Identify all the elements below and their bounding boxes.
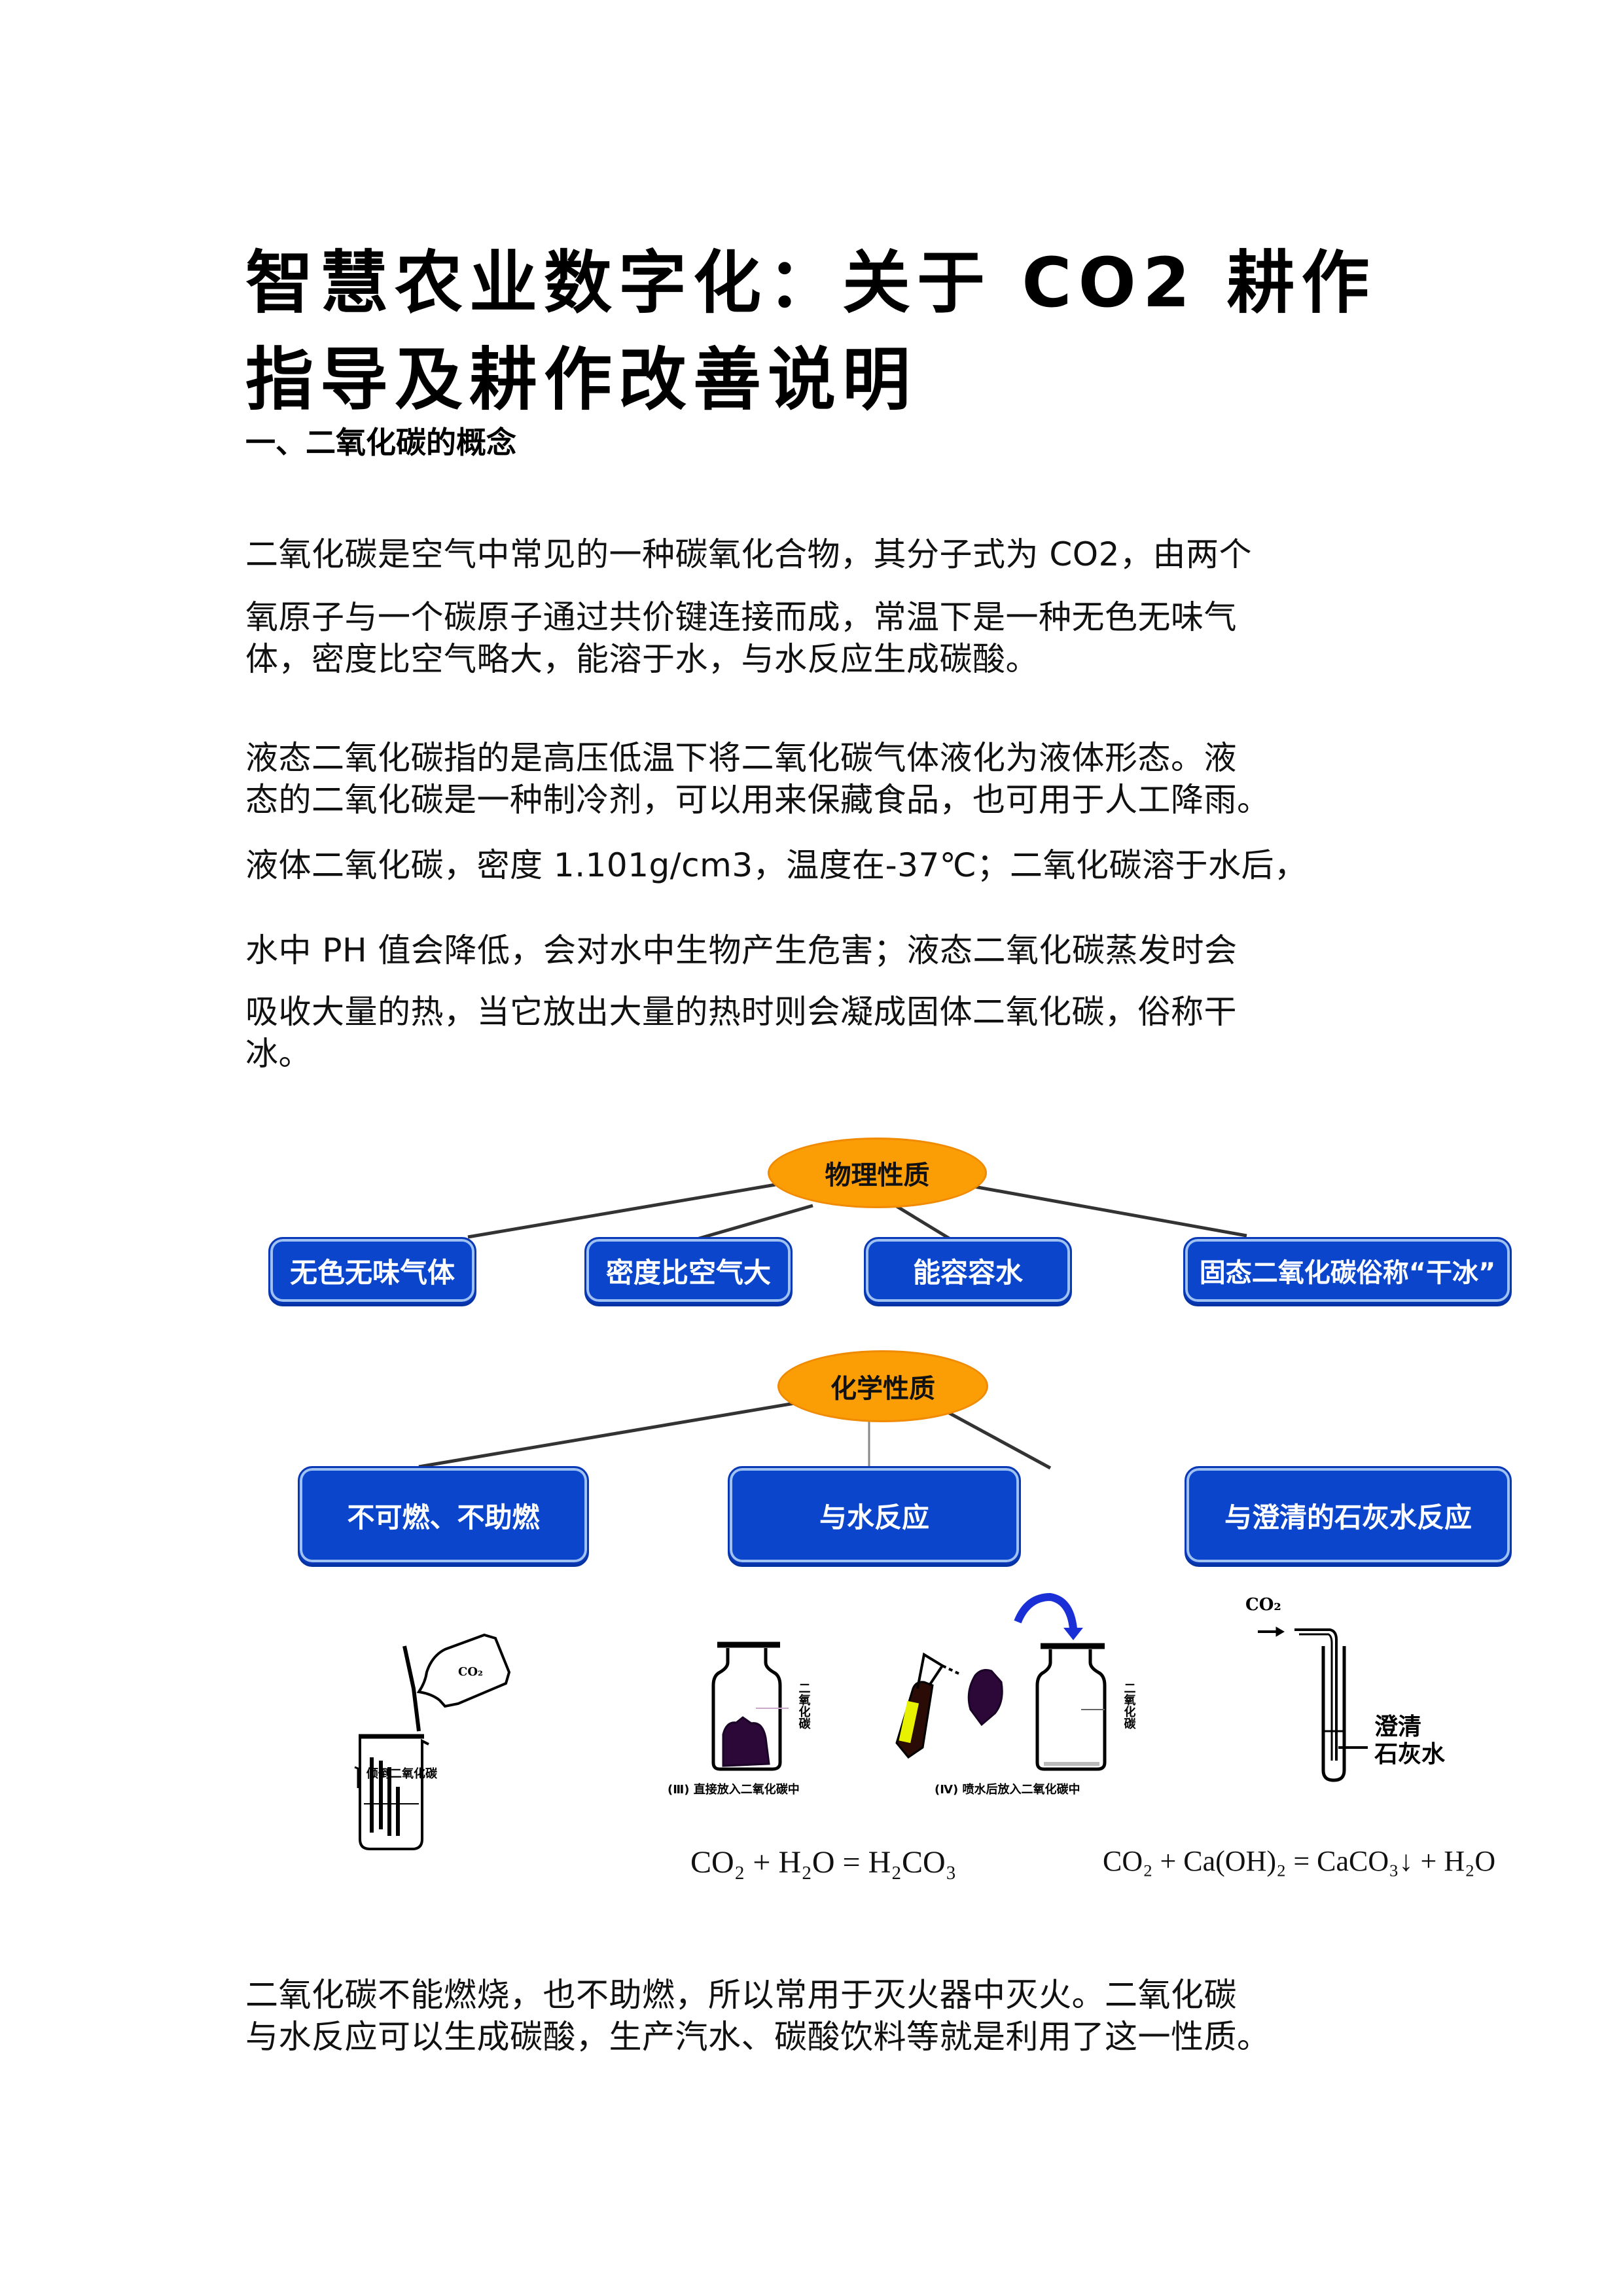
spray-bottle-illustration (895, 1652, 959, 1759)
paragraph-2-line-4: 水中 PH 值会降低，会对水中生物产生危害；液态二氧化碳蒸发时会 (245, 931, 1238, 969)
chemical-item-box-2: 与水反应 (728, 1466, 1021, 1564)
connector-physical-1 (467, 1183, 776, 1239)
physical-item-box-1: 无色无味气体 (268, 1237, 476, 1304)
caption-sprayed: (Ⅳ) 喷水后放入二氧化碳中 (935, 1782, 1080, 1797)
tube-gas-label: CO₂ (1245, 1595, 1281, 1615)
section-heading: 一、二氧化碳的概念 (245, 425, 516, 460)
chemical-item-box-1: 不可燃、不助燃 (298, 1466, 589, 1564)
chemical-item-label: 不可燃、不助燃 (347, 1501, 540, 1534)
test-tube-illustration: CO₂ (1245, 1595, 1368, 1782)
connector-chemical-1 (418, 1401, 799, 1469)
physical-item-box-3: 能容容水 (864, 1237, 1072, 1304)
closing-paragraph-line-1: 二氧化碳不能燃烧，也不助燃，所以常用于灭火器中灭火。二氧化碳 (245, 1976, 1237, 2014)
jar-dry-flower-illustration (711, 1641, 789, 1771)
paragraph-2-line-1: 液态二氧化碳指的是高压低温下将二氧化碳气体液化为液体形态。液 (245, 739, 1237, 777)
paragraph-1-line-3: 体，密度比空气略大，能溶于水，与水反应生成碳酸。 (245, 640, 1039, 678)
physical-properties-label: 物理性质 (825, 1160, 930, 1191)
connector-physical-3 (892, 1202, 952, 1241)
caption-direct: (Ⅲ) 直接放入二氧化碳中 (668, 1782, 800, 1797)
closing-paragraph-line-2: 与水反应可以生成碳酸，生产汽水、碳酸饮料等就是利用了这一性质。 (245, 2018, 1270, 2056)
chemical-item-label: 与澄清的石灰水反应 (1224, 1501, 1472, 1534)
equation-co2-water: CO₂ + H₂O = H₂CO₃ (690, 1845, 957, 1880)
chemical-properties-ellipse: 化学性质 (777, 1350, 988, 1422)
connector-physical-2 (696, 1204, 813, 1241)
tube-liquid-label-1: 澄清 (1374, 1713, 1421, 1740)
beaker-candles-illustration: CO₂ (354, 1633, 511, 1850)
caption-pouring: 倾倒二氧化碳 (366, 1767, 438, 1781)
arrow-head-icon (1063, 1628, 1083, 1640)
physical-properties-ellipse: 物理性质 (768, 1138, 987, 1208)
physical-item-label: 固态二氧化碳俗称“干冰” (1199, 1258, 1496, 1288)
tube-liquid-label-2: 石灰水 (1374, 1740, 1446, 1768)
paragraph-2-line-2: 态的二氧化碳是一种制冷剂，可以用来保藏食品，也可用于人工降雨。 (245, 781, 1270, 819)
jar-label-2: 二氧化碳 (1122, 1682, 1137, 1730)
beaker-gas-label: CO₂ (458, 1665, 483, 1679)
physical-item-box-2: 密度比空气大 (584, 1237, 793, 1304)
document-title-line-1: 智慧农业数字化：关于 CO2 耕作 (245, 243, 1376, 323)
physical-item-label: 能容容水 (912, 1256, 1023, 1289)
paragraph-2-line-3: 液体二氧化碳，密度 1.101g/cm3，温度在-37℃；二氧化碳溶于水后， (245, 846, 1308, 884)
jar-label-1: 二氧化碳 (797, 1682, 812, 1730)
chemical-item-label: 与水反应 (819, 1501, 929, 1534)
chemical-item-box-3: 与澄清的石灰水反应 (1185, 1466, 1512, 1564)
jar-empty-illustration (1035, 1643, 1107, 1771)
curved-arrow-icon (1014, 1592, 1077, 1629)
physical-item-label: 无色无味气体 (289, 1256, 455, 1289)
paragraph-2-line-5: 吸收大量的热，当它放出大量的热时则会凝成固体二氧化碳，俗称干 (245, 993, 1237, 1031)
physical-item-label: 密度比空气大 (605, 1256, 771, 1289)
equation-co2-limewater: CO₂ + Ca(OH)₂ = CaCO₃↓ + H₂O (1103, 1845, 1496, 1877)
physical-item-box-4: 固态二氧化碳俗称“干冰” (1183, 1237, 1512, 1304)
document-title-line-2: 指导及耕作改善说明 (245, 340, 918, 420)
chemical-properties-label: 化学性质 (830, 1374, 935, 1404)
wet-flower-icon (967, 1669, 1003, 1727)
paragraph-1-line-2: 氧原子与一个碳原子通过共价键连接而成，常温下是一种无色无味气 (245, 598, 1237, 636)
paragraph-1-line-1: 二氧化碳是空气中常见的一种碳氧化合物，其分子式为 CO2，由两个 (245, 535, 1252, 573)
paragraph-2-line-6: 冰。 (245, 1035, 312, 1073)
